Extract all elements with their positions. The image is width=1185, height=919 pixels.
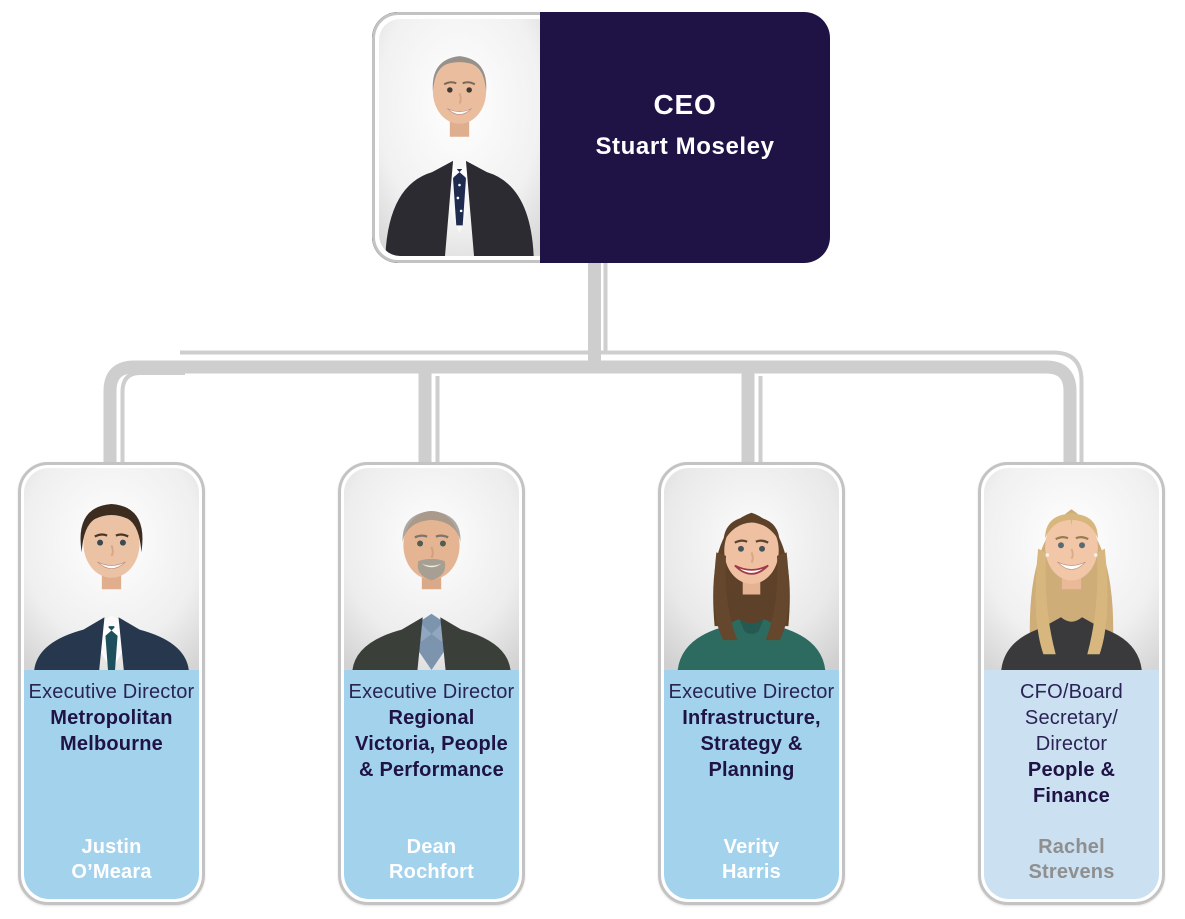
exec-panel: Executive Director Metropolitan Melbourn… xyxy=(24,670,199,899)
ceo-card: CEO Stuart Moseley xyxy=(372,12,830,263)
exec-role: Executive Director xyxy=(348,681,515,703)
exec-role: Executive Director xyxy=(28,681,195,703)
exec-panel: Executive Director Regional Victoria, Pe… xyxy=(344,670,519,899)
exec-division: Regional Victoria, People & Performance xyxy=(355,707,508,781)
connector-rail xyxy=(103,360,1077,466)
exec-name: Rachel Strevens xyxy=(1028,836,1115,883)
exec-role: Executive Director xyxy=(668,681,835,703)
exec-card-infrastructure-strategy-planning: Executive Director Infrastructure, Strat… xyxy=(658,462,845,905)
ceo-panel: CEO Stuart Moseley xyxy=(540,12,830,263)
ceo-title: CEO xyxy=(653,88,717,120)
portrait-justin-omeara xyxy=(24,468,199,670)
exec-panel: CFO/Board Secretary/ Director People & F… xyxy=(984,670,1159,899)
connector-echo-branch-1 xyxy=(120,371,185,466)
exec-name: Justin O’Meara xyxy=(71,836,152,883)
exec-division: People & Finance xyxy=(1027,759,1116,807)
exec-photo-verity-harris xyxy=(664,468,839,670)
exec-card-people-finance: CFO/Board Secretary/ Director People & F… xyxy=(978,462,1165,905)
portrait-dean-rochfort xyxy=(344,468,519,670)
exec-division: Infrastructure, Strategy & Planning xyxy=(682,707,821,781)
exec-card-regional-victoria-people-performance: Executive Director Regional Victoria, Pe… xyxy=(338,462,525,905)
exec-name: Dean Rochfort xyxy=(389,836,474,883)
connector-echo-rail xyxy=(180,350,1084,466)
portrait-verity-harris xyxy=(664,468,839,670)
ceo-name: Stuart Moseley xyxy=(595,132,775,160)
portrait-rachel-strevens xyxy=(984,468,1159,670)
exec-name: Verity Harris xyxy=(721,836,781,883)
exec-card-metropolitan-melbourne: Executive Director Metropolitan Melbourn… xyxy=(18,462,205,905)
ceo-portrait-stuart-moseley xyxy=(379,19,540,256)
exec-role: CFO/Board Secretary/ Director xyxy=(1020,681,1123,755)
exec-photo-justin-omeara xyxy=(24,468,199,670)
exec-panel: Executive Director Infrastructure, Strat… xyxy=(664,670,839,899)
ceo-photo xyxy=(372,12,540,263)
exec-photo-rachel-strevens xyxy=(984,468,1159,670)
exec-division: Metropolitan Melbourne xyxy=(50,707,173,755)
exec-photo-dean-rochfort xyxy=(344,468,519,670)
